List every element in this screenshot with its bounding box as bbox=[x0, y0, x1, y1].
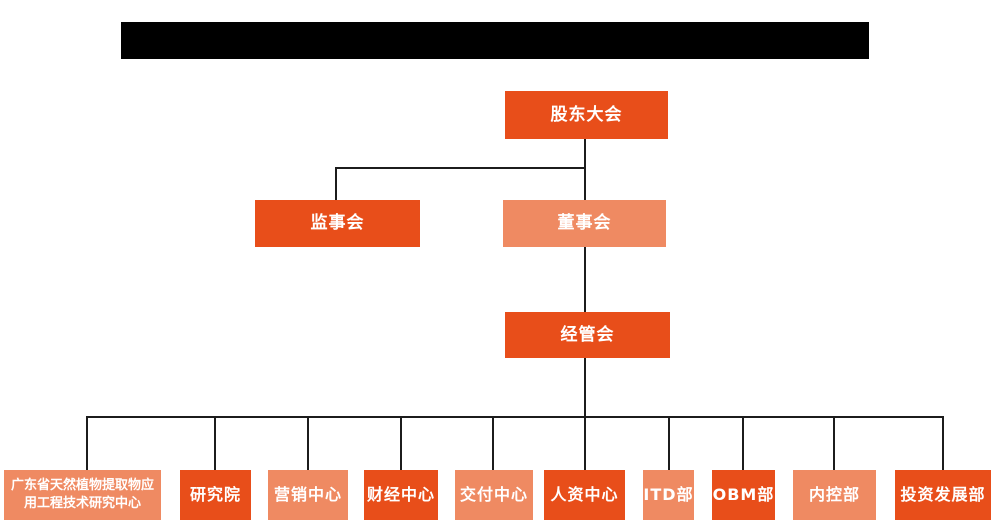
connector-management-to-bus bbox=[584, 358, 586, 470]
org-node-research-institute: 研究院 bbox=[180, 470, 251, 520]
connector-drop-internal-control-dept bbox=[833, 416, 835, 470]
connector-drop-investment-development-dept bbox=[942, 416, 944, 470]
org-node-hr-center: 人资中心 bbox=[544, 470, 625, 520]
connector-drop-obm-dept bbox=[742, 416, 744, 470]
connector-drop-research-institute bbox=[214, 416, 216, 470]
connector-drop-marketing-center bbox=[307, 416, 309, 470]
org-node-itd-dept: ITD部 bbox=[643, 470, 694, 520]
connector-shareholders-to-board bbox=[584, 139, 586, 201]
org-node-marketing-center: 营销中心 bbox=[268, 470, 348, 520]
connector-drop-research-center bbox=[86, 416, 88, 470]
redacted-title-bar bbox=[121, 22, 869, 59]
connector-drop-supervisory bbox=[335, 167, 337, 200]
org-node-research-center: 广东省天然植物提取物应用工程技术研究中心 bbox=[4, 470, 161, 520]
org-node-finance-center: 财经中心 bbox=[364, 470, 438, 520]
org-node-board-of-directors: 董事会 bbox=[503, 200, 666, 247]
connector-level2-horizontal bbox=[335, 167, 586, 169]
org-node-supervisory-board: 监事会 bbox=[255, 200, 420, 247]
connector-drop-finance-center bbox=[400, 416, 402, 470]
connector-drop-delivery-center bbox=[492, 416, 494, 470]
org-node-investment-development-dept: 投资发展部 bbox=[895, 470, 991, 520]
connector-board-to-management bbox=[584, 247, 586, 312]
connector-drop-itd-dept bbox=[668, 416, 670, 470]
org-node-internal-control-dept: 内控部 bbox=[793, 470, 876, 520]
org-node-management-committee: 经管会 bbox=[505, 312, 670, 358]
org-node-delivery-center: 交付中心 bbox=[455, 470, 533, 520]
org-node-obm-dept: OBM部 bbox=[712, 470, 775, 520]
connector-level4-horizontal bbox=[86, 416, 944, 418]
org-node-shareholders-meeting: 股东大会 bbox=[505, 91, 668, 139]
